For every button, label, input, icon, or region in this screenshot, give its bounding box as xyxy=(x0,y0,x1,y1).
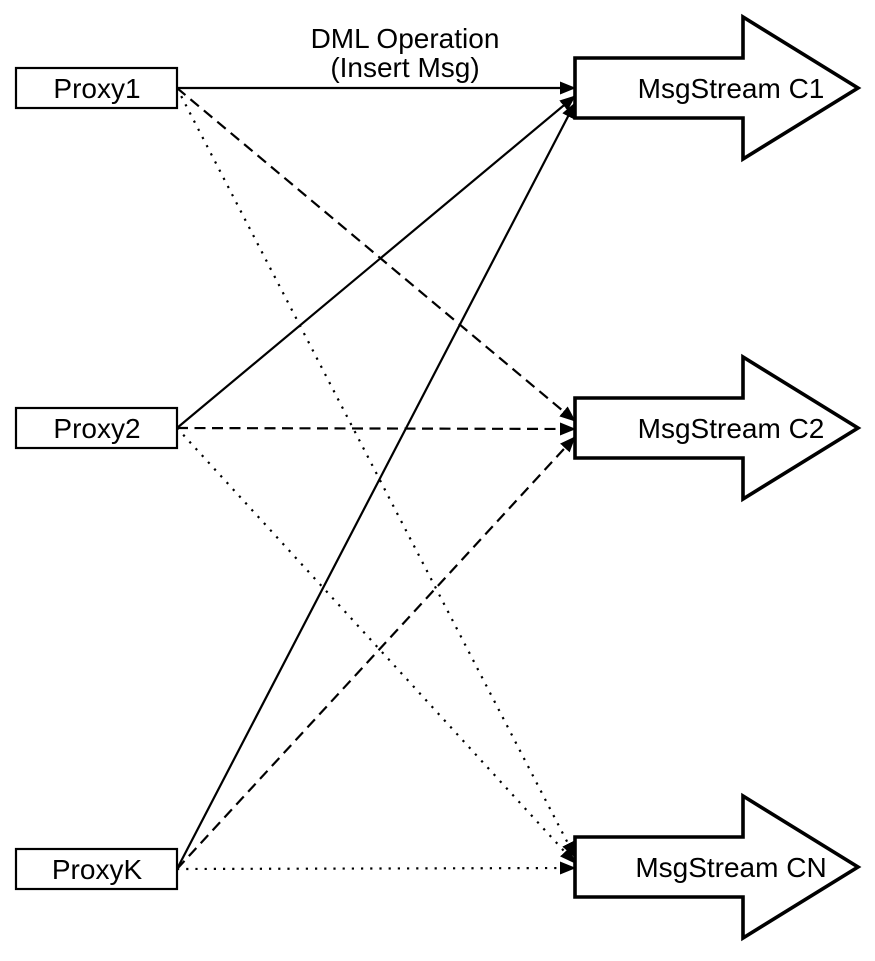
edge-proxy2-c2 xyxy=(176,422,576,436)
msgstream-c1-shape xyxy=(573,13,862,163)
msgstream-c1: MsgStream C1 xyxy=(573,13,862,163)
edge-proxyk-c1 xyxy=(176,102,576,870)
edge-label-line2: (Insert Msg) xyxy=(330,52,479,83)
edge-label-line1: DML Operation xyxy=(311,23,500,54)
edge-label: DML Operation (Insert Msg) xyxy=(311,23,500,83)
proxy1-label: Proxy1 xyxy=(53,73,140,104)
edges xyxy=(176,81,576,875)
proxyk-label: ProxyK xyxy=(52,854,143,885)
edge-proxy2-c1 xyxy=(176,95,576,429)
proxy2-box xyxy=(14,406,179,450)
msgstream-c2-shape xyxy=(573,353,862,503)
proxy1-box xyxy=(14,66,179,110)
msgstream-cn-shape xyxy=(573,792,862,942)
proxyk: ProxyK xyxy=(14,847,179,891)
proxy2-label: Proxy2 xyxy=(53,413,140,444)
edge-proxy1-c2 xyxy=(176,87,576,422)
proxy1: Proxy1 xyxy=(14,66,179,110)
proxy2: Proxy2 xyxy=(14,406,179,450)
msgstream-cn: MsgStream CN xyxy=(573,792,862,942)
msgstream-c2: MsgStream C2 xyxy=(573,353,862,503)
edge-proxy2-cn xyxy=(176,427,576,864)
proxyk-box xyxy=(14,847,179,891)
edge-proxy1-cn xyxy=(176,87,576,858)
edge-proxyk-cn xyxy=(176,861,576,875)
msgstream-cn-label: MsgStream CN xyxy=(635,852,826,883)
edge-proxyk-c2 xyxy=(176,436,576,870)
msgstream-c2-label: MsgStream C2 xyxy=(638,413,825,444)
msgstream-c1-label: MsgStream C1 xyxy=(638,73,825,104)
